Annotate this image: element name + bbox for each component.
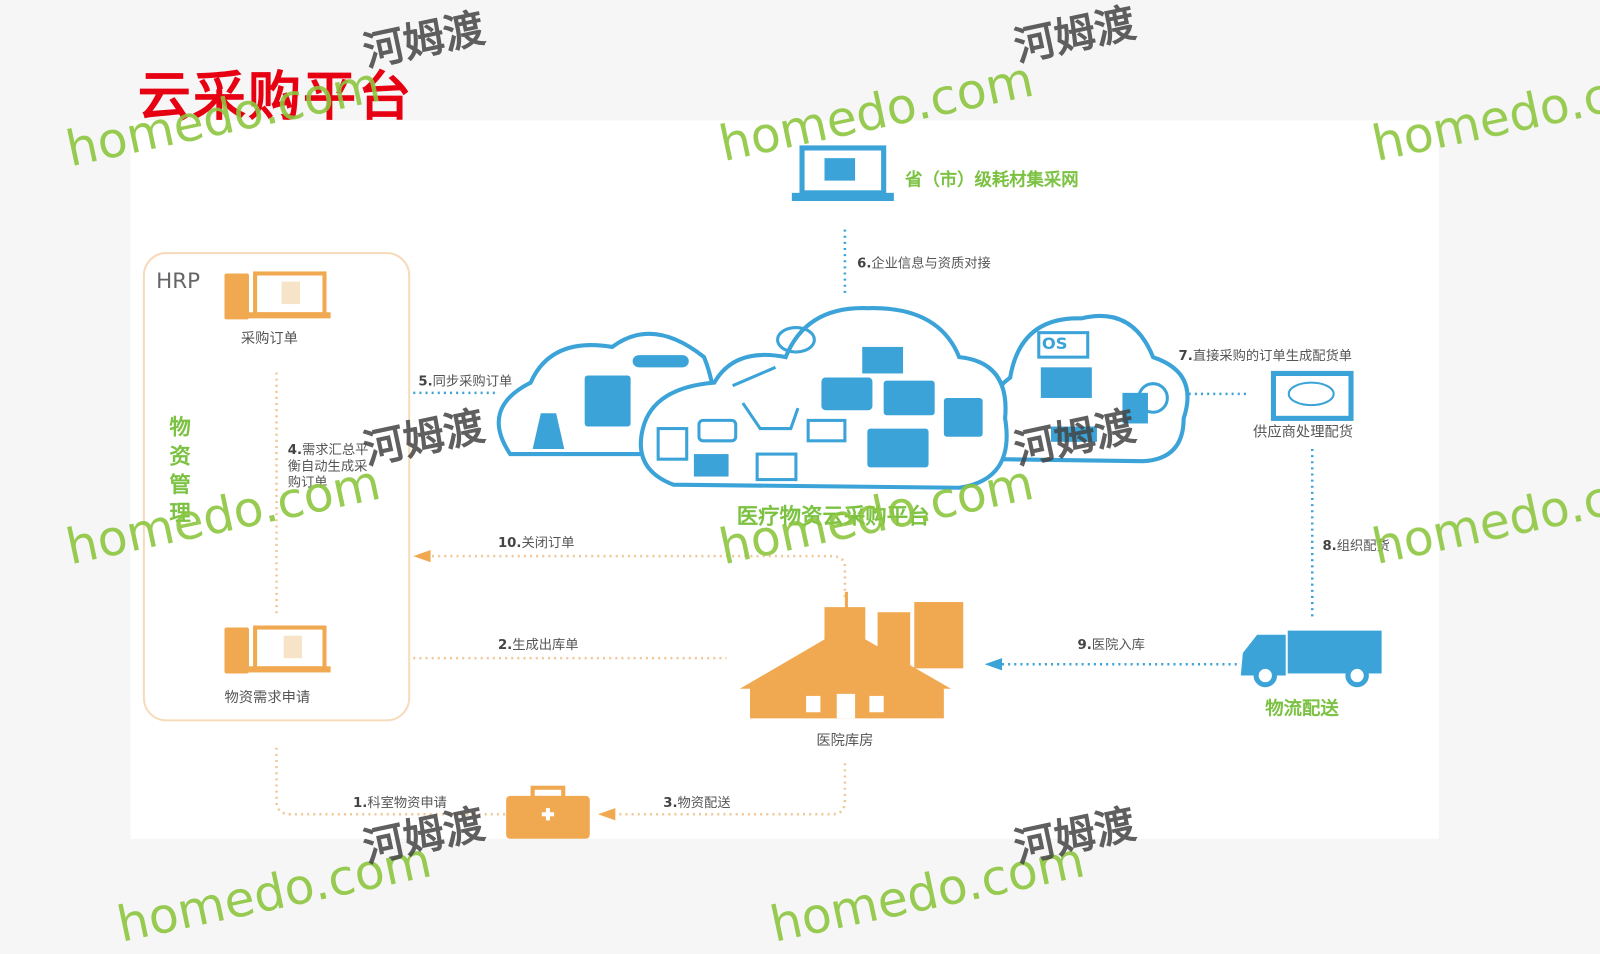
provincial-laptop-icon bbox=[791, 145, 894, 202]
os-icon-text: OS bbox=[1041, 333, 1068, 354]
connector-10 bbox=[428, 554, 847, 597]
diagram-graphics bbox=[142, 145, 1382, 839]
step-9: 9.医院入库 bbox=[1077, 637, 1145, 654]
supplier-tablet-icon bbox=[1270, 370, 1354, 421]
slide: 云采购平台 bbox=[61, 0, 1600, 954]
connector-3 bbox=[610, 763, 847, 816]
hospital-warehouse-label: 医院库房 bbox=[816, 732, 874, 749]
material-request-label: 物资需求申请 bbox=[224, 689, 311, 707]
hrp-box bbox=[142, 252, 411, 722]
connector-1 bbox=[275, 744, 506, 816]
cloud-platform-label: 医疗物资云采购平台 bbox=[736, 504, 930, 529]
step-10: 10.关闭订单 bbox=[497, 535, 575, 552]
supplier-label: 供应商处理配货 bbox=[1253, 424, 1354, 441]
logistics-label: 物流配送 bbox=[1265, 697, 1339, 720]
step-3: 3.物资配送 bbox=[663, 795, 731, 812]
step-7: 7.直接采购的订单生成配货单 bbox=[1178, 348, 1353, 365]
material-management-label: 物资管理 bbox=[169, 415, 191, 526]
step-8: 8.组织配货 bbox=[1322, 538, 1390, 555]
purchase-order-label: 采购订单 bbox=[240, 330, 298, 347]
step-4: 4.需求汇总平衡自动生成采购订单 bbox=[287, 442, 369, 491]
step-5: 5.同步采购订单 bbox=[418, 374, 513, 390]
cloud-icons bbox=[532, 346, 1148, 477]
truck-icon bbox=[1240, 630, 1382, 688]
step-6: 6.企业信息与资质对接 bbox=[857, 256, 991, 272]
hospital-icon bbox=[739, 591, 964, 719]
slide-title: 云采购平台 bbox=[137, 66, 414, 128]
provincial-network-label: 省（市）级耗材集采网 bbox=[905, 170, 1079, 191]
step-1: 1.科室物资申请 bbox=[353, 795, 447, 812]
medical-kit-icon bbox=[506, 785, 590, 839]
hrp-computer-icons bbox=[224, 271, 331, 674]
hrp-label: HRP bbox=[156, 268, 201, 293]
step-2: 2.生成出库单 bbox=[497, 637, 579, 654]
